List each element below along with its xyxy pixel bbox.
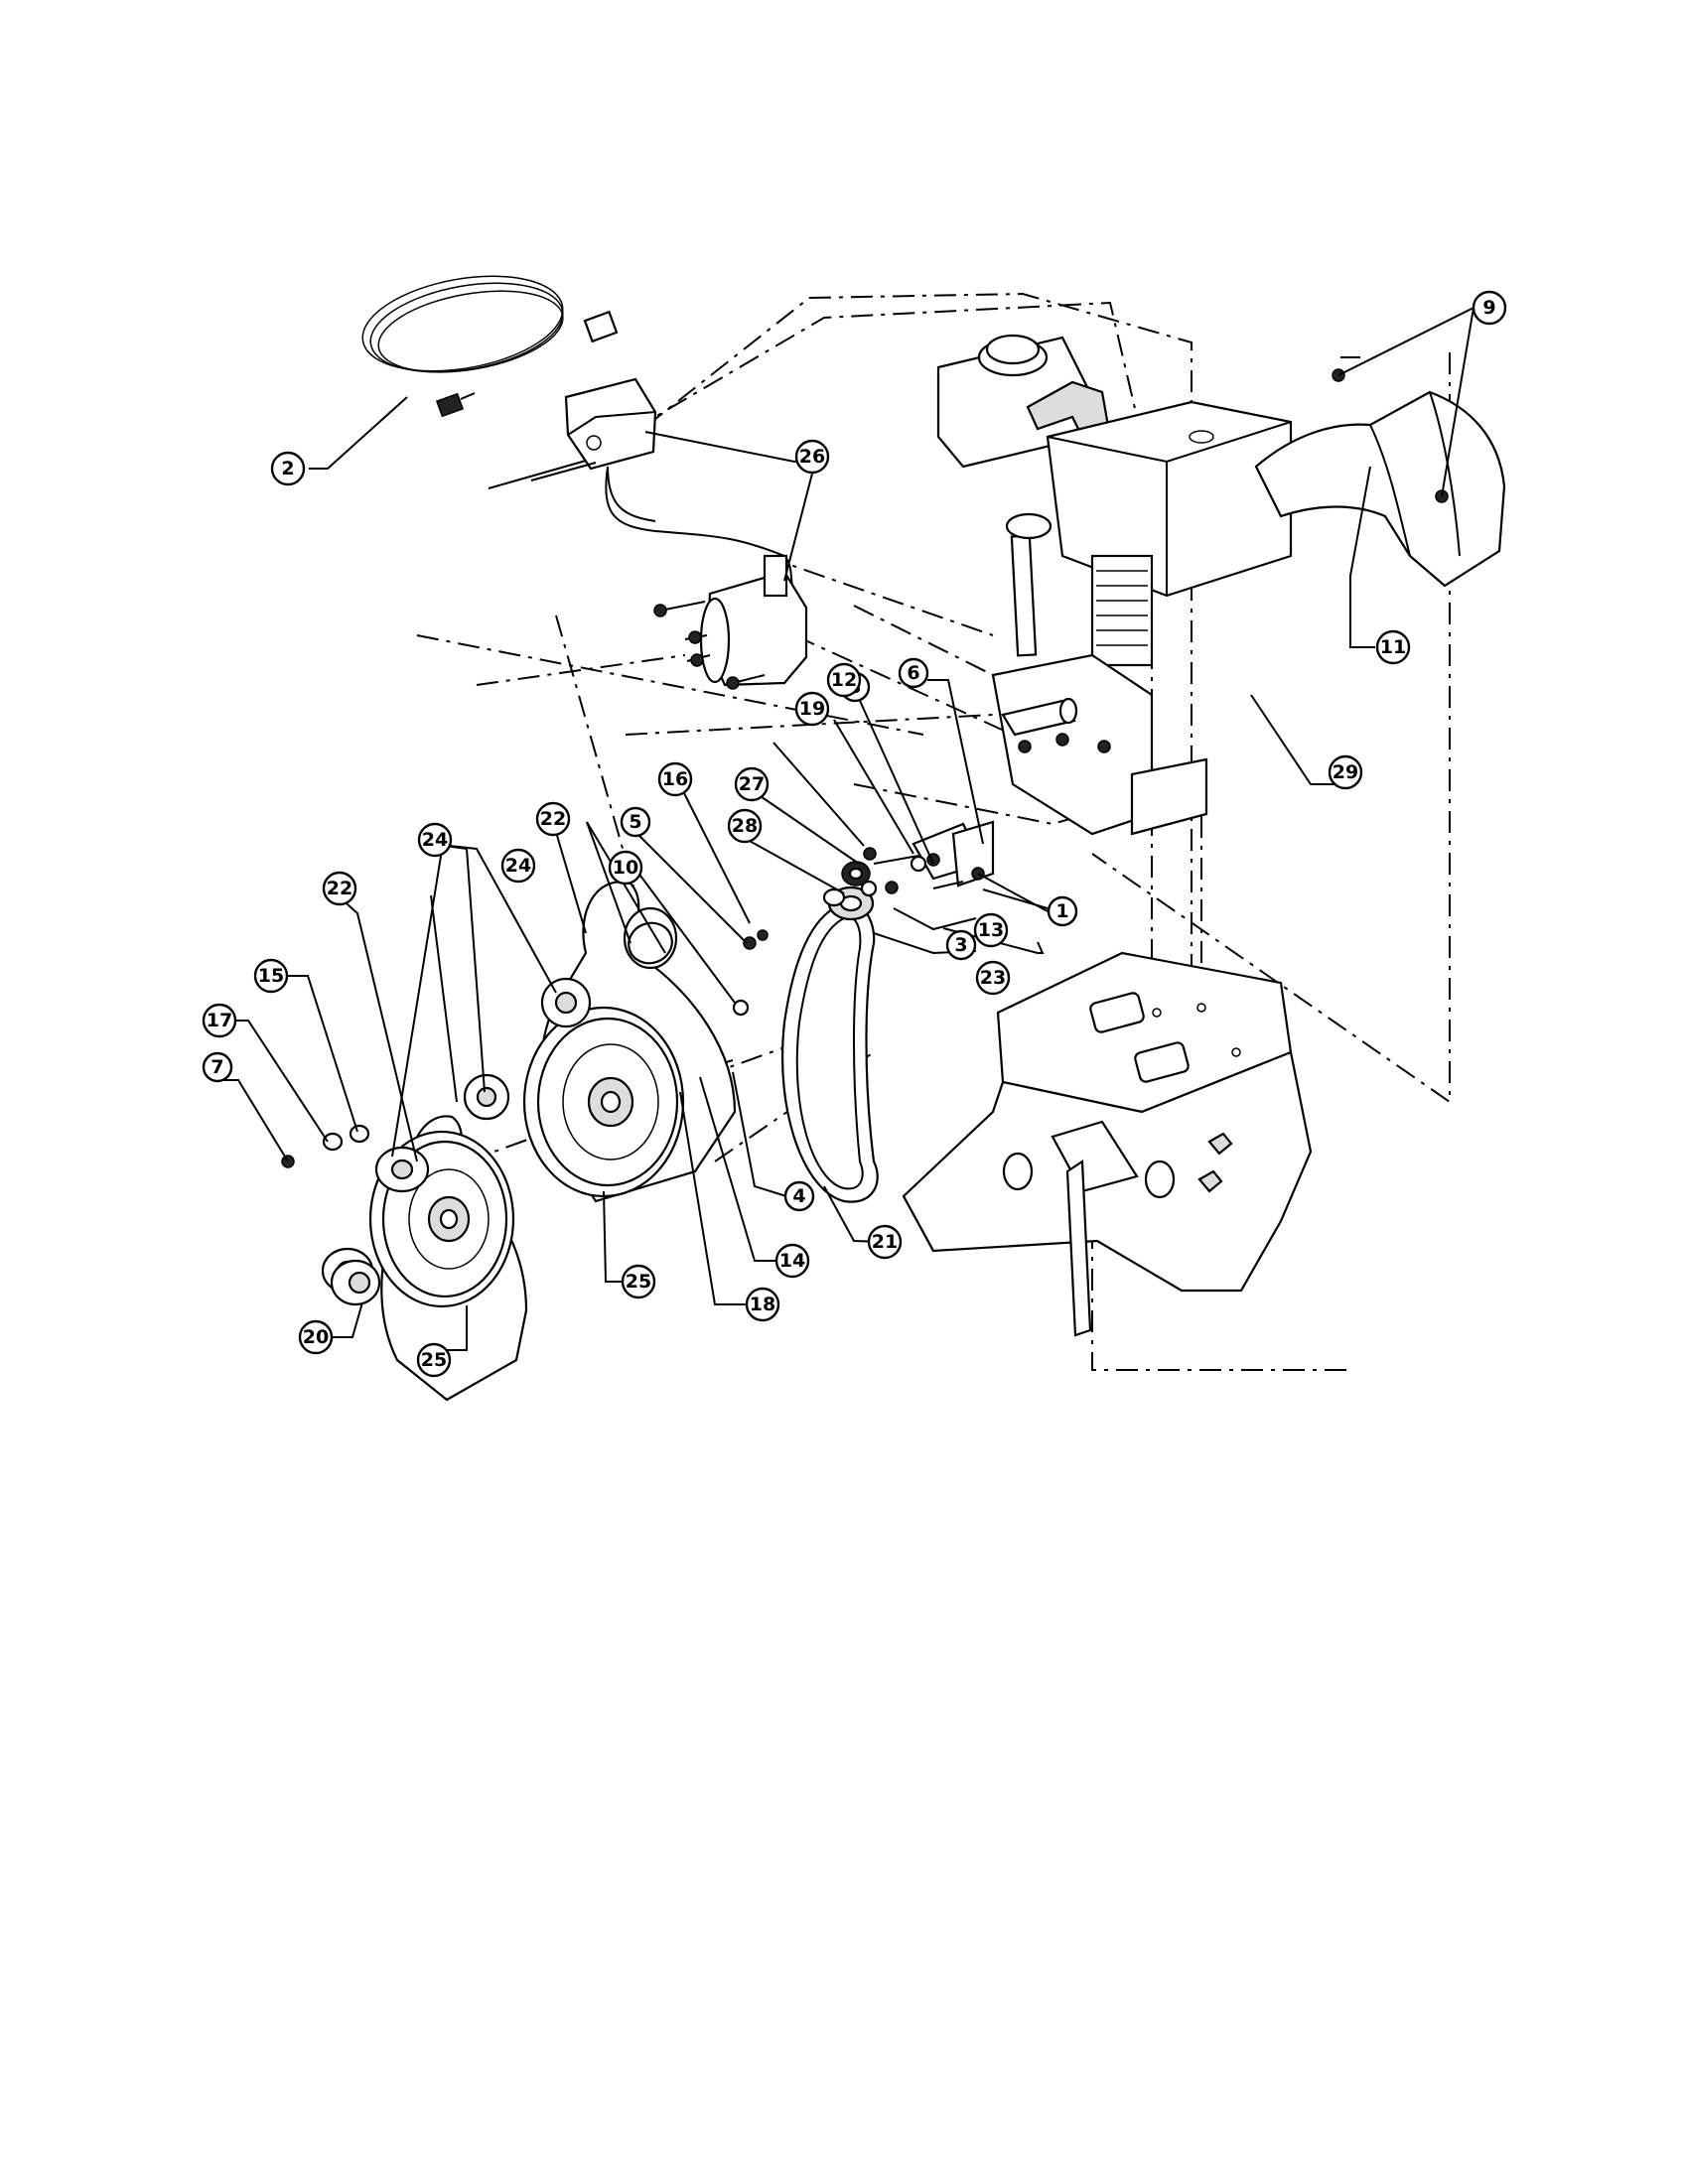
pulley-icon	[522, 881, 737, 1203]
callout-2: 2	[270, 451, 306, 486]
svg-text:24: 24	[505, 855, 531, 877]
frame-icon	[902, 951, 1313, 1337]
callout-12: 12	[826, 662, 862, 698]
callout-29: 29	[1328, 754, 1363, 790]
svg-text:28: 28	[732, 815, 758, 837]
svg-text:21: 21	[872, 1231, 898, 1253]
hub-icon	[330, 1259, 381, 1306]
callout-24-left: 24	[417, 822, 453, 858]
v-belt-icon	[780, 901, 879, 1203]
power-cord-icon	[361, 275, 619, 418]
callout-14: 14	[774, 1243, 810, 1279]
callout-20: 20	[298, 1319, 334, 1355]
svg-text:27: 27	[739, 773, 765, 795]
svg-text:29: 29	[1333, 761, 1358, 783]
callout-4: 4	[783, 1180, 815, 1212]
callout-10: 10	[608, 850, 643, 886]
callout-22-right: 22	[535, 801, 571, 837]
svg-text:26: 26	[799, 446, 825, 468]
svg-text:15: 15	[258, 965, 284, 987]
svg-text:1: 1	[1055, 900, 1068, 922]
svg-text:4: 4	[792, 1185, 805, 1207]
starter-switch-icon	[488, 377, 795, 597]
svg-text:25: 25	[421, 1349, 447, 1371]
callout-25-upper: 25	[621, 1264, 656, 1299]
svg-text:24: 24	[422, 829, 448, 851]
callout-25-lower: 25	[416, 1342, 452, 1378]
svg-text:12: 12	[831, 669, 857, 691]
callout-24-right: 24	[500, 848, 536, 884]
svg-text:11: 11	[1380, 636, 1406, 658]
callout-23: 23	[975, 960, 1011, 996]
svg-text:20: 20	[303, 1326, 329, 1348]
belt-cover-icon	[1254, 368, 1506, 588]
svg-text:17: 17	[207, 1010, 232, 1031]
svg-text:23: 23	[980, 967, 1006, 989]
svg-text:6: 6	[907, 662, 919, 684]
drive-pulley-icon	[822, 861, 875, 921]
callout-15: 15	[253, 958, 289, 994]
callout-9: 9	[1472, 290, 1507, 326]
callout-19: 19	[794, 691, 830, 727]
callout-16: 16	[657, 761, 693, 797]
callout-13: 13	[973, 912, 1009, 948]
cylinder-fins	[1090, 554, 1154, 667]
callout-18: 18	[745, 1287, 780, 1322]
callout-6: 6	[898, 657, 929, 689]
callout-7: 7	[202, 1051, 233, 1083]
callout-21: 21	[867, 1224, 903, 1260]
callout-27: 27	[734, 766, 770, 802]
svg-text:7: 7	[210, 1056, 223, 1078]
svg-text:18: 18	[750, 1294, 775, 1315]
svg-text:9: 9	[1482, 297, 1495, 319]
electric-starter-icon	[653, 554, 808, 690]
svg-text:2: 2	[281, 458, 294, 479]
svg-text:5: 5	[629, 811, 641, 833]
callout-28: 28	[727, 808, 763, 844]
svg-text:16: 16	[662, 768, 688, 790]
svg-text:3: 3	[954, 934, 967, 956]
svg-text:19: 19	[799, 698, 825, 720]
callout-11: 11	[1375, 629, 1411, 665]
svg-text:22: 22	[327, 878, 352, 899]
svg-text:25: 25	[626, 1271, 651, 1293]
mounting-bracket-icon	[873, 820, 995, 889]
callout-5: 5	[620, 806, 651, 838]
svg-text:22: 22	[540, 808, 566, 830]
callout-3-lower: 3	[945, 929, 977, 961]
callout-1: 1	[1047, 895, 1078, 927]
svg-text:14: 14	[779, 1250, 805, 1272]
callout-22-left: 22	[322, 871, 357, 906]
engine-icon	[936, 334, 1293, 836]
svg-text:10: 10	[613, 857, 638, 879]
callout-26: 26	[794, 439, 830, 475]
svg-text:13: 13	[978, 919, 1004, 941]
callout-17: 17	[202, 1003, 237, 1038]
